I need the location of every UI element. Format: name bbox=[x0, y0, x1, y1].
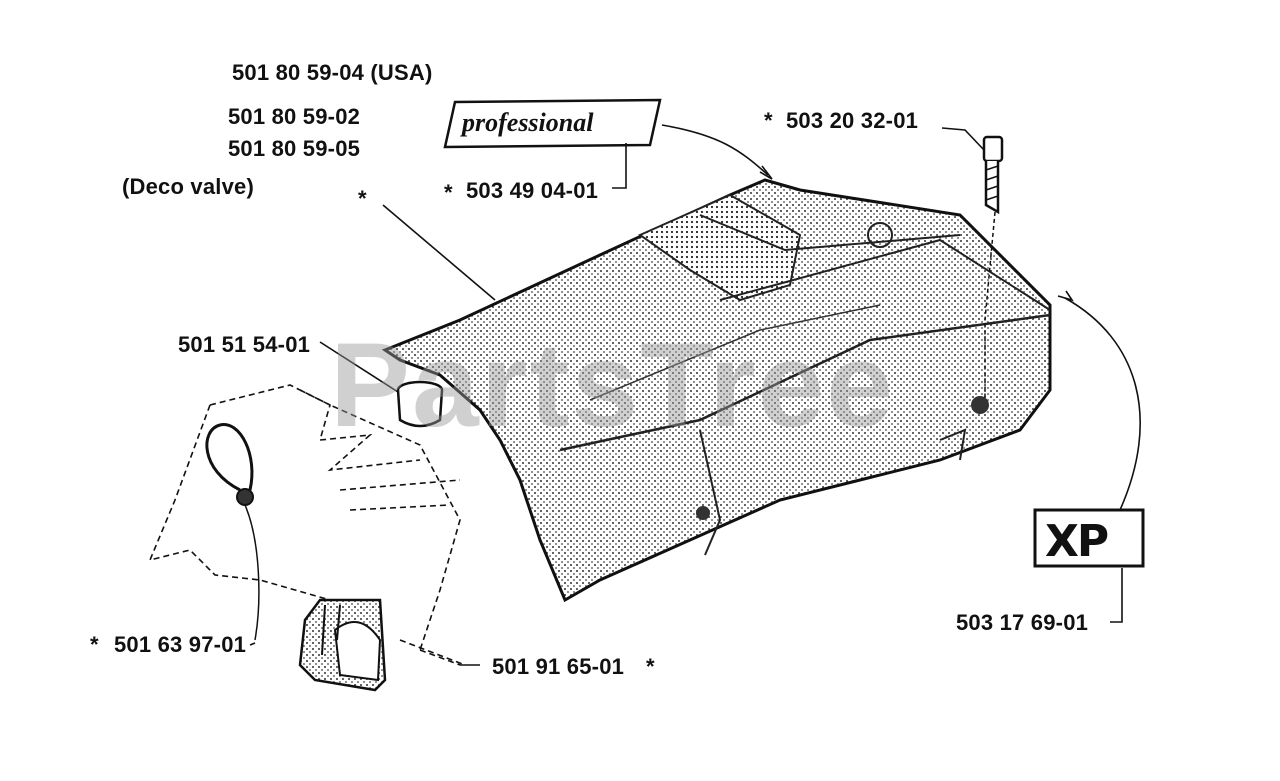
professional-decal bbox=[443, 98, 662, 149]
label-star-cover: * bbox=[358, 186, 367, 211]
label-503-17-69-01: 503 17 69-01 bbox=[956, 610, 1089, 635]
intake-part bbox=[298, 598, 387, 692]
label-503-20-32-01: 503 20 32-01 bbox=[786, 108, 919, 133]
label-star-decal: * bbox=[444, 180, 453, 205]
label-501-80-59-05: 501 80 59-05 bbox=[228, 136, 361, 161]
xp-decal bbox=[1033, 508, 1145, 568]
grommet bbox=[396, 380, 444, 428]
housing-outline bbox=[148, 384, 466, 666]
label-501-91-65-01: 501 91 65-01 bbox=[492, 654, 625, 679]
cylinder-cover bbox=[381, 178, 1052, 603]
fuel-filter bbox=[205, 423, 260, 641]
xp-decal-text: XP bbox=[1045, 516, 1109, 567]
label-star-intake: * bbox=[646, 654, 655, 679]
label-501-80-59-04: 501 80 59-04 (USA) bbox=[232, 60, 433, 85]
leader-lines bbox=[249, 124, 1141, 666]
label-501-80-59-02: 501 80 59-02 bbox=[228, 104, 361, 129]
label-deco-valve: (Deco valve) bbox=[122, 174, 255, 199]
screw bbox=[982, 135, 1004, 400]
label-501-63-97-01: 501 63 97-01 bbox=[114, 632, 247, 657]
label-503-49-04-01: 503 49 04-01 bbox=[466, 178, 599, 203]
label-star-filter: * bbox=[90, 632, 99, 657]
label-star-screw: * bbox=[764, 108, 773, 133]
label-501-51-54-01: 501 51 54-01 bbox=[178, 332, 311, 357]
watermark: PartsTree bbox=[330, 318, 896, 452]
brand-decal-text: professional bbox=[462, 108, 594, 137]
